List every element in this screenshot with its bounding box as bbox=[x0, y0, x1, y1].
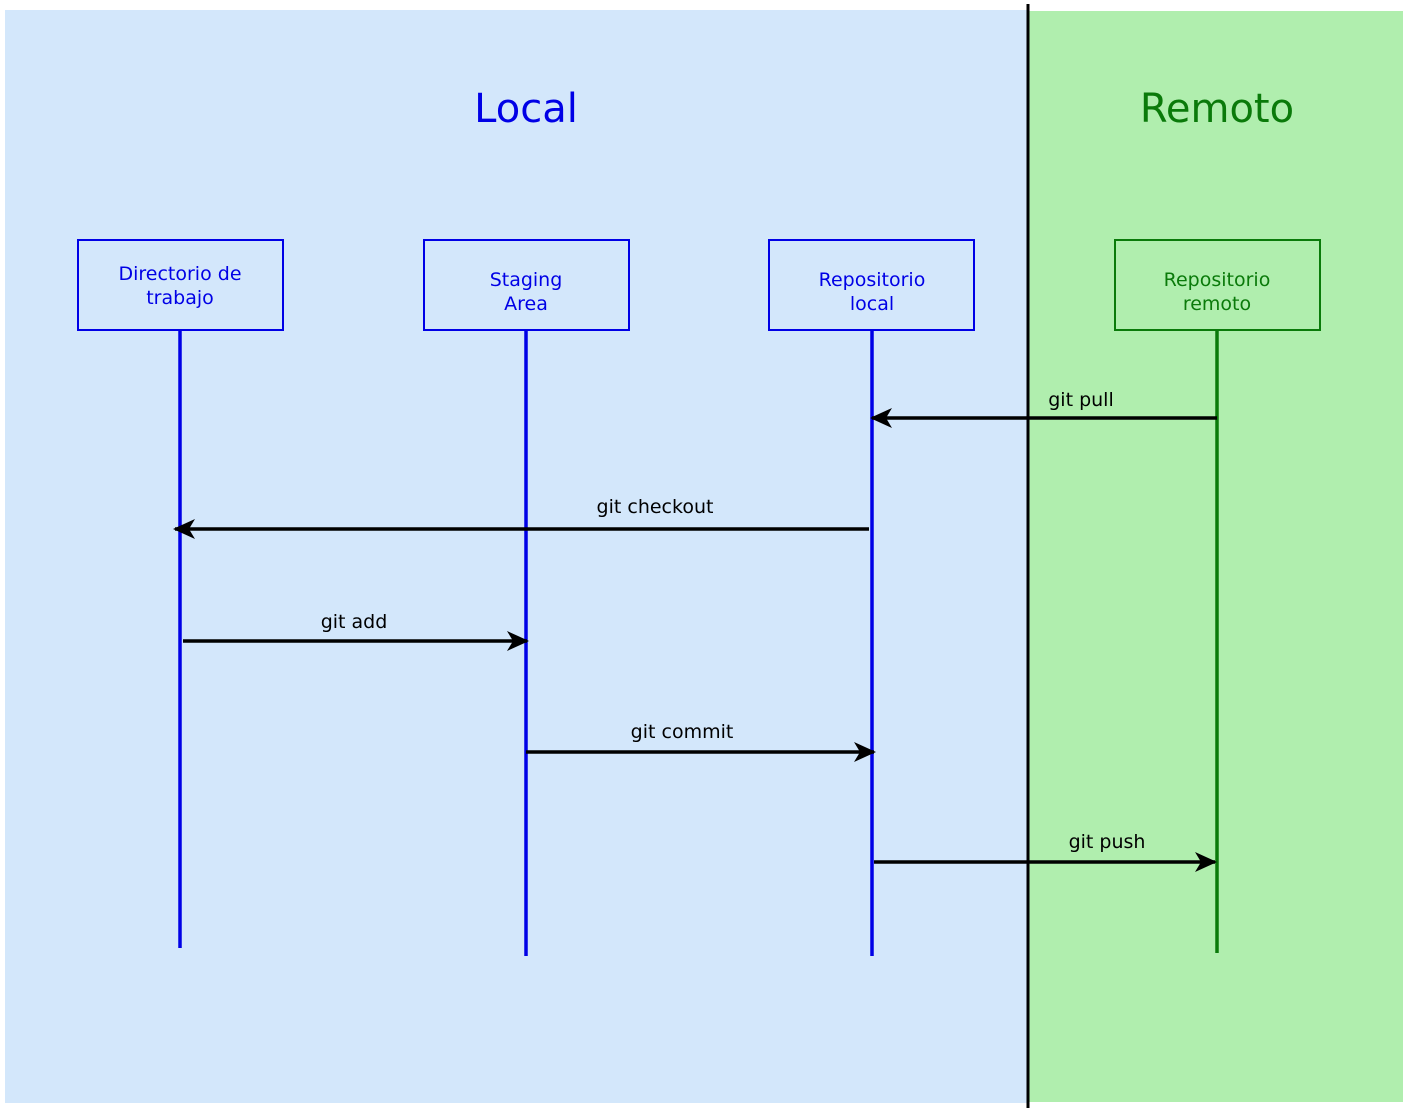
staging-area-label-line: Staging bbox=[490, 269, 563, 291]
staging-area-label-line: Area bbox=[504, 293, 548, 315]
local-region bbox=[5, 10, 1029, 1103]
git-pull-label: git pull bbox=[1048, 389, 1114, 411]
remote-repo-box bbox=[1114, 239, 1321, 331]
git-add-label: git add bbox=[321, 611, 388, 633]
staging-area-box bbox=[423, 239, 630, 331]
local-repo-label-line: Repositorio bbox=[819, 269, 926, 291]
working-dir-box bbox=[77, 239, 284, 331]
working-dir-label-line: Directorio de bbox=[118, 263, 241, 285]
git-commit-label: git commit bbox=[631, 721, 734, 743]
local-repo-box bbox=[768, 239, 975, 331]
local-region-title: Local bbox=[474, 86, 578, 132]
git-push-label: git push bbox=[1069, 831, 1146, 853]
remote-region-title: Remoto bbox=[1140, 86, 1294, 132]
remote-repo-label-line: remoto bbox=[1183, 293, 1251, 315]
local-repo-label-line: local bbox=[850, 293, 894, 315]
remote-repo-label-line: Repositorio bbox=[1164, 269, 1271, 291]
working-dir-label-line: trabajo bbox=[146, 287, 214, 309]
messages-group: git pull git checkout git add git commit git… bbox=[173, 389, 1217, 872]
git-checkout-label: git checkout bbox=[597, 496, 714, 518]
